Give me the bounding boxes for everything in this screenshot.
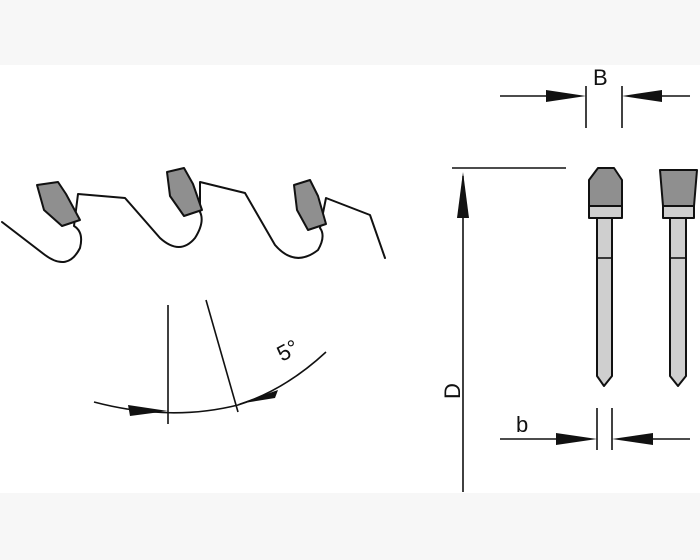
diameter-dimension [452, 167, 566, 492]
saw-teeth-profile [1, 181, 386, 263]
plate-body [669, 217, 687, 387]
plate-body [596, 217, 613, 387]
tooth-cross-section-bevel [588, 167, 623, 387]
tip-base [588, 205, 623, 219]
angled-reference-line [205, 299, 239, 413]
flat-tip [659, 169, 698, 207]
plate-thickness-label: b [516, 412, 528, 437]
tooth-profile-line [1, 181, 386, 263]
bevel-tip [588, 167, 623, 207]
tip-base [662, 205, 695, 219]
arrowhead [556, 433, 597, 445]
carbide-tips [36, 167, 327, 231]
carbide-tip [166, 167, 203, 217]
kerf-width-dimension [500, 86, 690, 128]
diameter-label: D [440, 383, 465, 399]
carbide-tip [293, 179, 327, 231]
carbide-tip [36, 181, 81, 227]
kerf-arrows [546, 90, 662, 102]
drawing-area [0, 65, 700, 493]
arrowhead [457, 172, 469, 218]
plate-arrows [556, 433, 653, 445]
arrowhead [128, 405, 168, 416]
arrowhead [612, 433, 653, 445]
angle-arrows [128, 390, 278, 416]
arrowhead [622, 90, 662, 102]
arrowhead [238, 390, 278, 404]
plate-thickness-dimension [500, 408, 690, 450]
arrowhead [546, 90, 586, 102]
angle-label: 5° [273, 334, 303, 366]
kerf-width-label: B [593, 65, 608, 90]
tooth-cross-section-flat [659, 169, 698, 387]
